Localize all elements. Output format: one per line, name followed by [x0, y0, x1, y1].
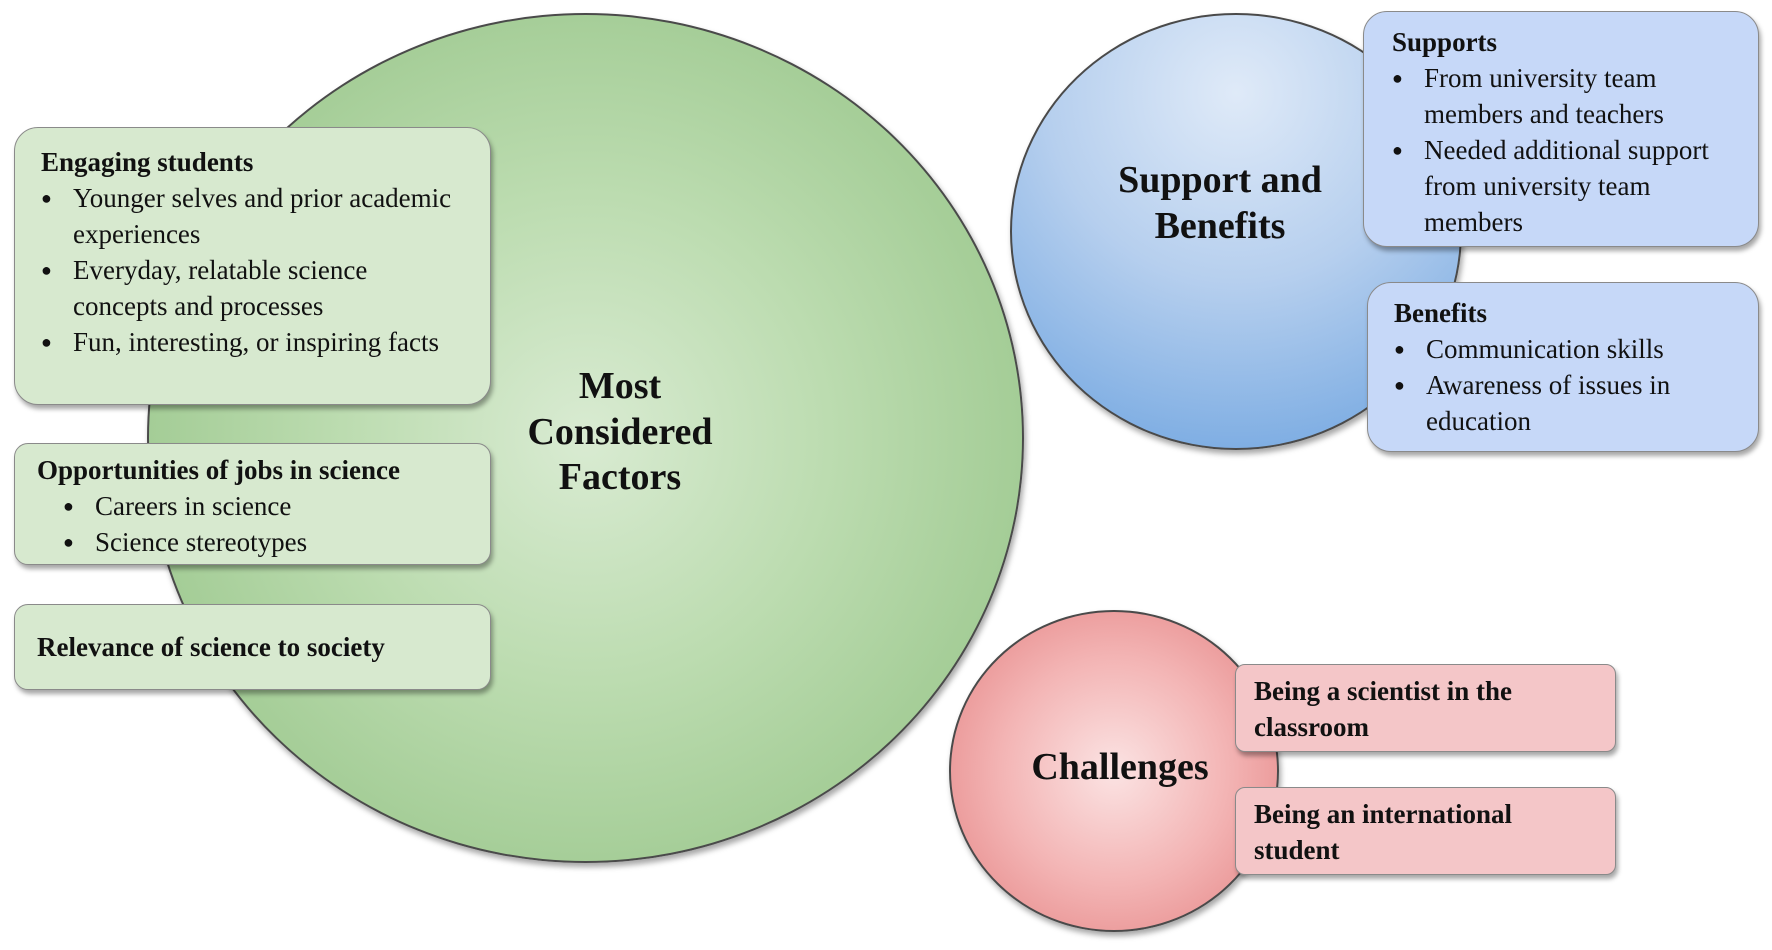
supports-box: Supports From university team members an… — [1363, 11, 1759, 247]
relevance-title: Relevance of science to society — [37, 632, 385, 662]
relevance-box: Relevance of science to society — [14, 604, 491, 690]
jobs-in-science-title: Opportunities of jobs in science — [37, 455, 401, 485]
challenge-scientist-text: Being a scientist in the classroom — [1254, 676, 1513, 742]
list-item: Fun, interesting, or inspiring facts — [41, 324, 464, 360]
engaging-students-title: Engaging students — [41, 147, 254, 177]
list-item: Communication skills — [1394, 331, 1738, 367]
list-item: Needed additional support from universit… — [1392, 132, 1738, 240]
jobs-in-science-list: Careers in science Science stereotypes — [37, 488, 472, 560]
list-item: Everyday, relatable science concepts and… — [41, 252, 464, 324]
challenges-circle — [949, 610, 1279, 932]
list-item: Awareness of issues in education — [1394, 367, 1738, 439]
jobs-in-science-box: Opportunities of jobs in science Careers… — [14, 443, 491, 565]
benefits-list: Communication skills Awareness of issues… — [1394, 331, 1738, 439]
benefits-box: Benefits Communication skills Awareness … — [1367, 282, 1759, 452]
list-item: Younger selves and prior academic experi… — [41, 180, 464, 252]
supports-title: Supports — [1392, 27, 1498, 57]
challenge-box-international: Being an international student — [1235, 787, 1616, 875]
most-considered-factors-label: Most Considered Factors — [527, 365, 713, 499]
challenge-international-text: Being an international student — [1254, 799, 1513, 865]
engaging-students-list: Younger selves and prior academic experi… — [41, 180, 464, 360]
list-item: From university team members and teacher… — [1392, 60, 1738, 132]
list-item: Science stereotypes — [63, 524, 472, 560]
challenge-box-scientist: Being a scientist in the classroom — [1235, 664, 1616, 752]
list-item: Careers in science — [63, 488, 472, 524]
supports-list: From university team members and teacher… — [1392, 60, 1738, 240]
support-benefits-label: Support and Benefits — [1118, 159, 1322, 247]
benefits-title: Benefits — [1394, 298, 1487, 328]
challenges-label: Challenges — [1031, 746, 1209, 788]
engaging-students-box: Engaging students Younger selves and pri… — [14, 127, 491, 405]
